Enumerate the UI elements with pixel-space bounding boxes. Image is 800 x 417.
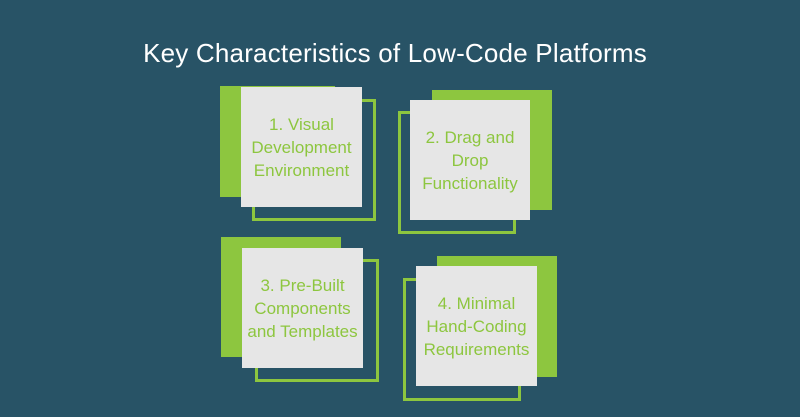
card-2: 2. Drag and Drop Functionality [410, 100, 530, 220]
card-1: 1. Visual Development Environment [241, 87, 362, 207]
card-3-label: 3. Pre-Built Components and Templates [247, 275, 358, 341]
card-4-label: 4. Minimal Hand-Coding Requirements [423, 293, 530, 359]
card-2-label: 2. Drag and Drop Functionality [422, 127, 518, 193]
card-4: 4. Minimal Hand-Coding Requirements [416, 266, 537, 386]
card-1-label: 1. Visual Development Environment [251, 114, 352, 180]
card-3: 3. Pre-Built Components and Templates [242, 248, 363, 368]
diagram-title: Key Characteristics of Low-Code Platform… [143, 38, 647, 68]
